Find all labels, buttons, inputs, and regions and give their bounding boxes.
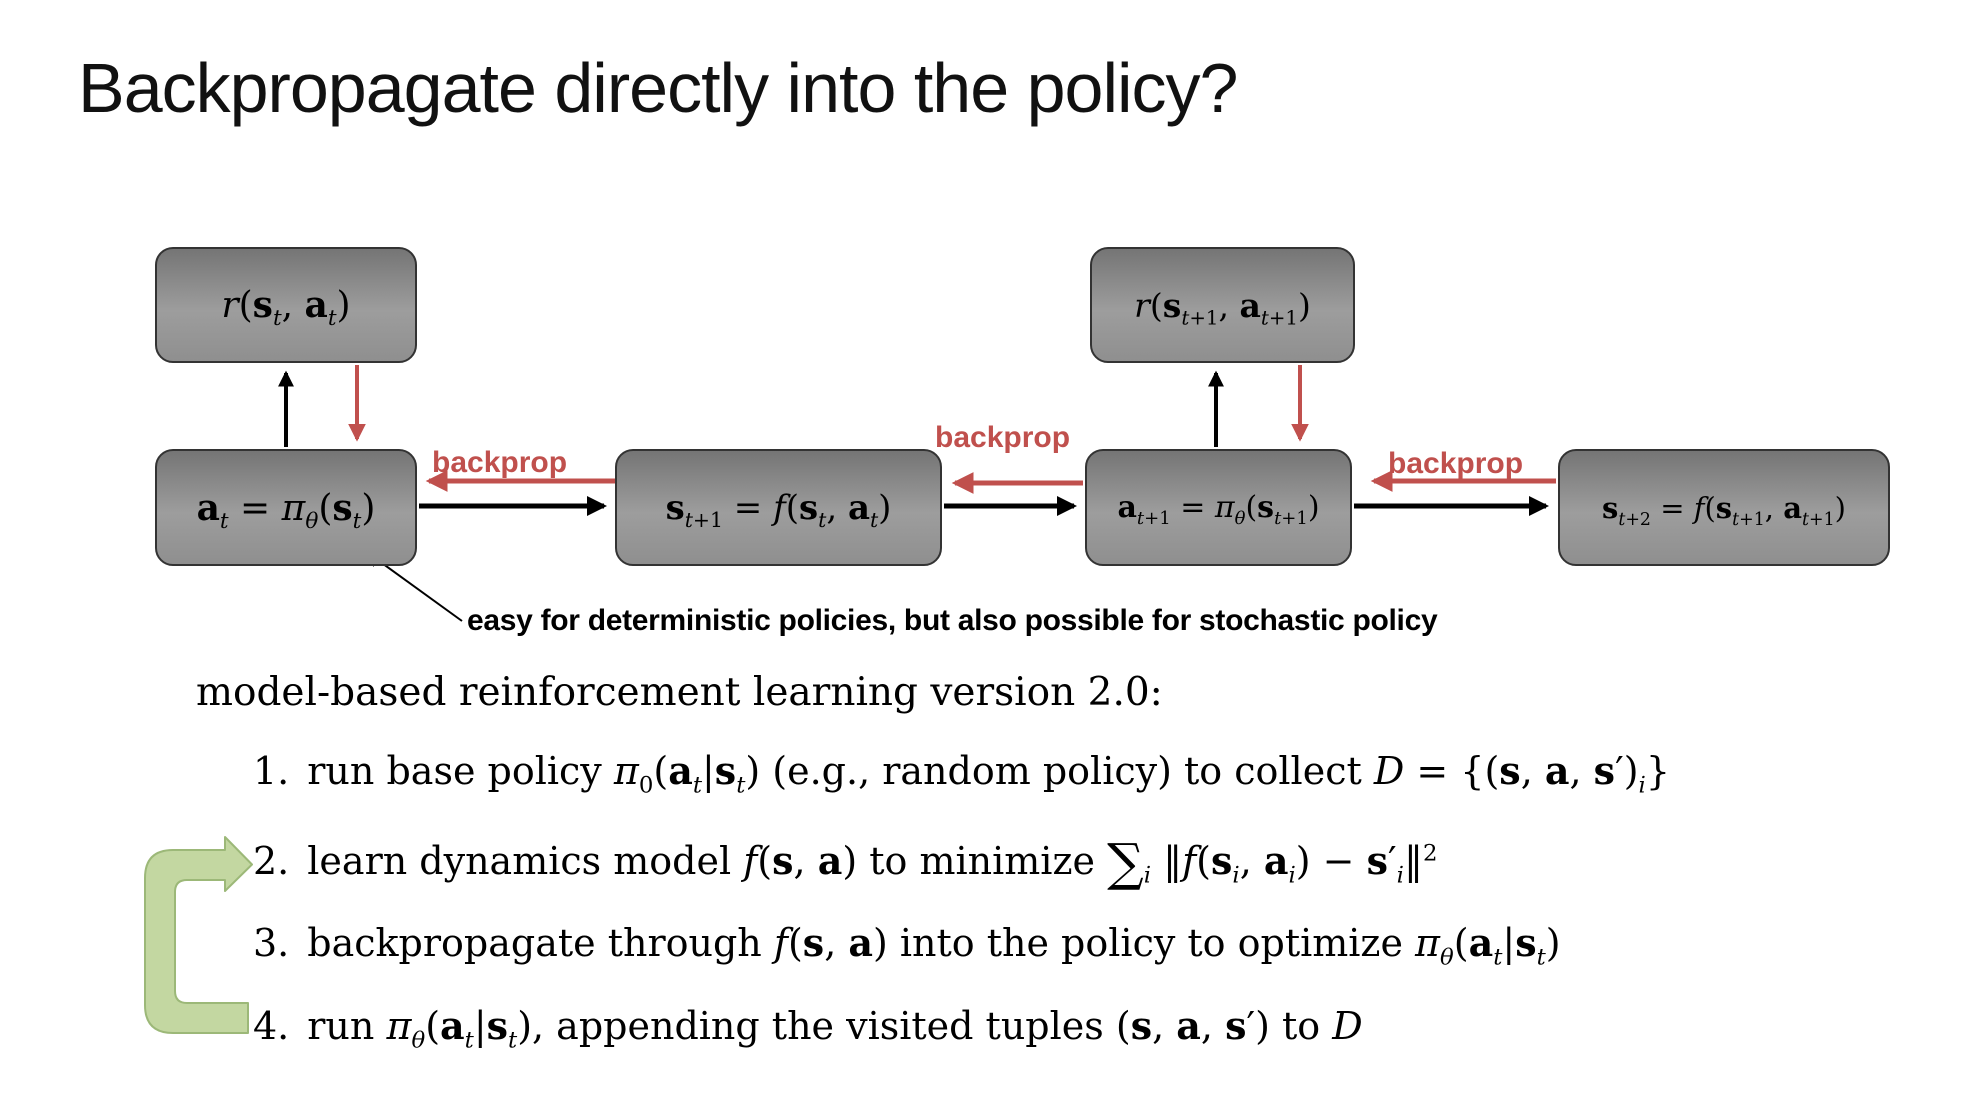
backprop-label-3: backprop: [1388, 447, 1524, 480]
box-action-t1: at+1 = πθ(st+1): [1085, 449, 1352, 566]
step-1-text: run base policy π0(at|st) (e.g., random …: [307, 748, 1671, 799]
box-action-t-math: at = πθ(st): [196, 486, 376, 534]
slide-title: Backpropagate directly into the policy?: [78, 49, 1238, 127]
backprop-label-2: backprop: [935, 421, 1071, 454]
box-state-t2-math: st+2 = f(st+1, at+1): [1602, 490, 1846, 530]
step-1-number: 1.: [253, 749, 290, 793]
box-action-t1-math: at+1 = πθ(st+1): [1117, 490, 1320, 529]
step-2-text: learn dynamics model f(s, a) to minimize…: [307, 833, 1438, 893]
annotation-text: easy for deterministic policies, but als…: [467, 604, 1438, 637]
box-reward-t: r(st, at): [155, 247, 417, 363]
step-4-text: run πθ(at|st), appending the visited tup…: [307, 1003, 1363, 1054]
step-3: 3. backpropagate through f(s, a) into the…: [253, 920, 1561, 971]
box-state-t1-math: st+1 = f(st, at): [665, 487, 892, 532]
box-reward-t-math: r(st, at): [221, 284, 351, 332]
step-3-text: backpropagate through f(s, a) into the p…: [307, 920, 1561, 971]
step-1: 1. run base policy π0(at|st) (e.g., rando…: [253, 748, 1671, 799]
box-reward-t1: r(st+1, at+1): [1090, 247, 1355, 363]
step-2: 2. learn dynamics model f(s, a) to minimi…: [253, 833, 1437, 893]
box-reward-t1-math: r(st+1, at+1): [1134, 285, 1311, 330]
step-4: 4. run πθ(at|st), appending the visited t…: [253, 1003, 1363, 1054]
backprop-label-1: backprop: [432, 446, 568, 479]
loop-arrow-icon: [144, 836, 253, 1034]
step-3-number: 3.: [253, 921, 290, 965]
step-2-number: 2.: [253, 838, 290, 883]
intro-line: model-based reinforcement learning versi…: [196, 670, 1163, 715]
step-4-number: 4.: [253, 1004, 290, 1048]
box-state-t1: st+1 = f(st, at): [615, 449, 942, 566]
box-state-t2: st+2 = f(st+1, at+1): [1558, 449, 1890, 566]
box-action-t: at = πθ(st): [155, 449, 417, 566]
